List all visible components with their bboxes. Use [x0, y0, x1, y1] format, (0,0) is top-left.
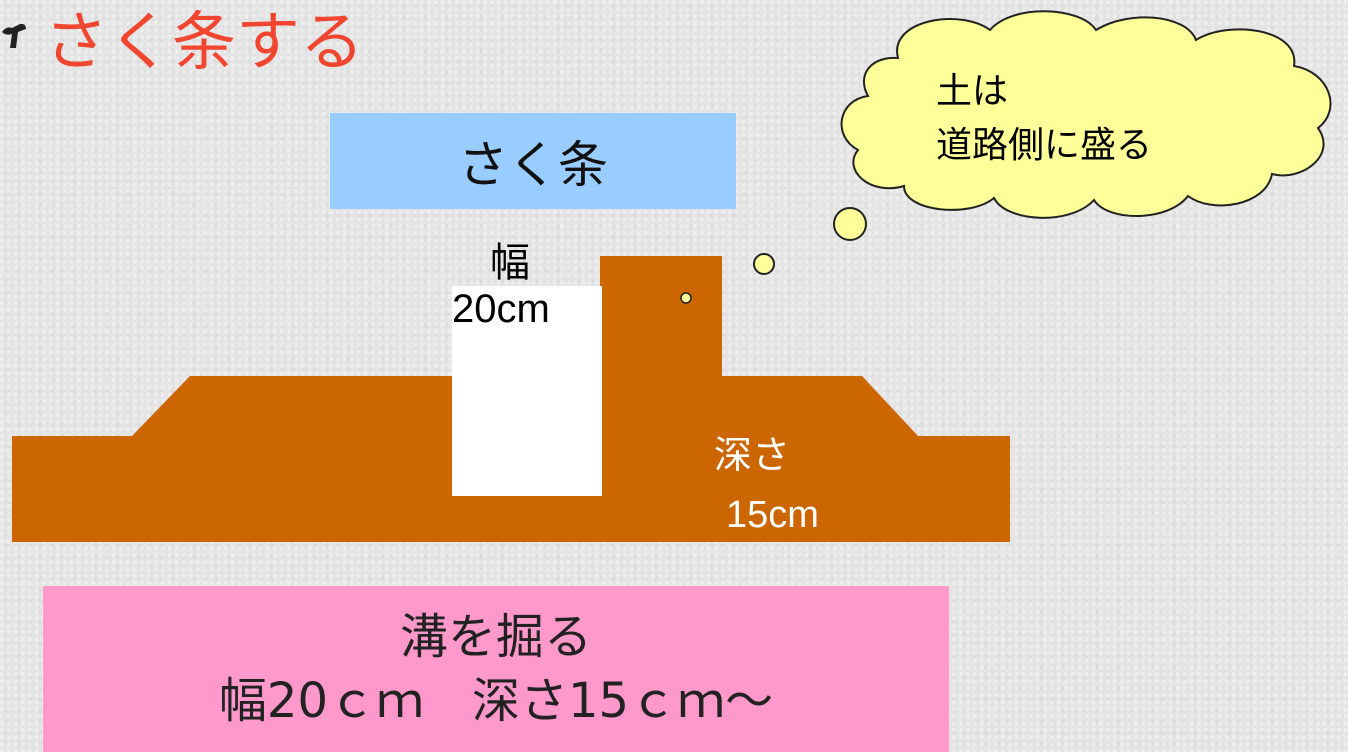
thought-bubble-large [833, 207, 867, 241]
thought-bubble-small [680, 292, 692, 304]
slide-title: さく条する [44, 6, 364, 80]
width-label: 幅 [490, 240, 530, 286]
depth-label: 深さ [714, 433, 791, 477]
summary-box: 溝を掘る 幅20ｃｍ 深さ15ｃｍ～ [43, 586, 949, 752]
summary-line1: 溝を掘る [399, 609, 592, 665]
furrow-label-box: さく条 [330, 113, 736, 209]
thought-cloud [840, 10, 1332, 219]
width-value: 20cm [452, 287, 550, 331]
depth-value: 15cm [726, 494, 819, 536]
thought-text-line2: 道路側に盛る [936, 125, 1153, 166]
summary-line2: 幅20ｃｍ 深さ15ｃｍ～ [218, 673, 774, 729]
bullet-icon [2, 23, 26, 48]
thought-bubble-medium [753, 253, 775, 275]
thought-text-line1: 土は [936, 71, 1009, 112]
furrow-label: さく条 [458, 136, 608, 194]
trench [452, 286, 602, 496]
